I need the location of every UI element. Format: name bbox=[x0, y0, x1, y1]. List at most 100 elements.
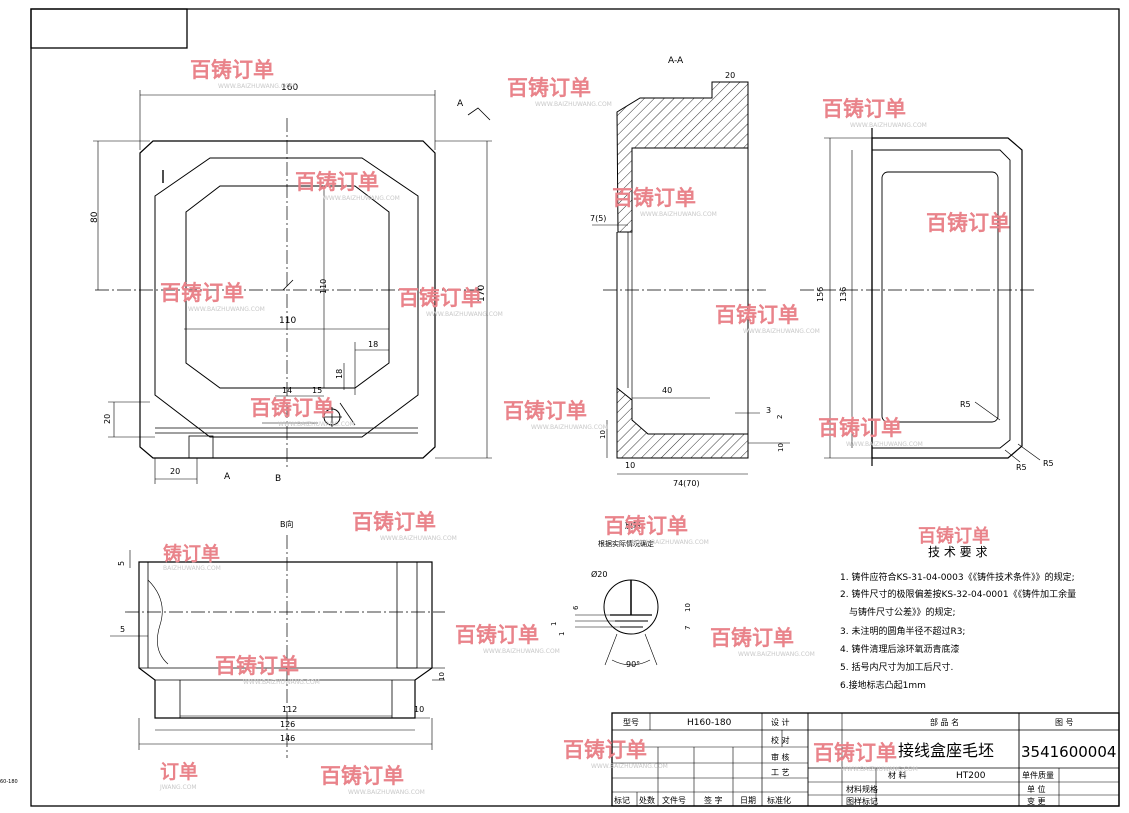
svg-text:WWW.BAIZHUWANG.COM: WWW.BAIZHUWANG.COM bbox=[188, 306, 265, 313]
dim-15: 15 bbox=[312, 386, 322, 395]
svg-text:百铸订单: 百铸订单 bbox=[813, 741, 897, 765]
svg-text:百铸订单: 百铸订单 bbox=[822, 97, 906, 121]
svg-text:WWW.BAIZHUWANG.COM: WWW.BAIZHUWANG.COM bbox=[850, 122, 927, 129]
dim-sec-40: 40 bbox=[662, 386, 672, 395]
tech-item: 2. 铸件尺寸的极限偏差按KS-32-04-0001《《铸件加工余量 bbox=[840, 588, 1076, 600]
svg-text:百铸订单: 百铸订单 bbox=[507, 76, 591, 100]
dim-sec-10c: 10 bbox=[777, 443, 785, 452]
corner-ref: 60-180 bbox=[0, 779, 18, 785]
dim-sec-3: 3 bbox=[766, 406, 771, 415]
svg-text:WWW.BAIZHUWANG.COM: WWW.BAIZHUWANG.COM bbox=[426, 311, 503, 318]
sheet-border bbox=[30, 8, 1120, 807]
svg-text:百铸订单: 百铸订单 bbox=[250, 396, 334, 420]
tb-role: 工 艺 bbox=[771, 768, 790, 777]
tech-item: 6.接地标志凸起1mm bbox=[840, 679, 926, 691]
tb-material: HT200 bbox=[956, 771, 986, 781]
tb-role: 校 对 bbox=[771, 735, 790, 745]
svg-text:BAIZHUWANG.COM: BAIZHUWANG.COM bbox=[163, 565, 221, 572]
tech-item: 3. 未注明的圆角半径不超过R3; bbox=[840, 625, 965, 637]
svg-text:百铸订单: 百铸订单 bbox=[918, 525, 990, 547]
dim-18-h: 18 bbox=[368, 340, 378, 349]
dim-14: 14 bbox=[282, 386, 292, 395]
svg-text:百铸订单: 百铸订单 bbox=[398, 286, 482, 310]
dim-170: 170 bbox=[477, 285, 487, 302]
tb-role: 设 计 bbox=[771, 717, 790, 727]
tb-part-name: 接线盒座毛坯 bbox=[898, 741, 994, 760]
tb-rev-col: 日期 bbox=[740, 796, 756, 805]
tb-model-label: 型号 bbox=[623, 718, 639, 727]
svg-text:WWW.BAIZHUWANG.COM: WWW.BAIZHUWANG.COM bbox=[243, 679, 320, 686]
svg-text:WWW.BAIZHUWANG.COM: WWW.BAIZHUWANG.COM bbox=[640, 211, 717, 218]
tb-drawing-mark-label: 图样标记 bbox=[846, 796, 878, 806]
dim-156: 156 bbox=[816, 287, 825, 302]
dim-d-90: 90° bbox=[626, 660, 640, 669]
svg-text:WWW.BAIZHUWANG.COM: WWW.BAIZHUWANG.COM bbox=[591, 763, 668, 770]
dim-dia-20: Ø20 bbox=[591, 569, 607, 579]
dim-18-v: 18 bbox=[335, 369, 344, 379]
tb-change-label: 变 更 bbox=[1027, 796, 1046, 806]
svg-text:JWANG.COM: JWANG.COM bbox=[159, 784, 197, 791]
svg-text:WWW.BAIZHUWANG.COM: WWW.BAIZHUWANG.COM bbox=[846, 441, 923, 448]
tb-rev-col: 标记 bbox=[614, 795, 630, 805]
dim-80: 80 bbox=[90, 211, 100, 223]
tb-part-name-label: 部 品 名 bbox=[930, 717, 959, 727]
dim-d-6: 6 bbox=[572, 605, 580, 610]
dim-sec-20: 20 bbox=[725, 71, 735, 80]
dim-sec-74: 74(70) bbox=[673, 479, 700, 488]
svg-text:WWW.BAIZHUWANG.COM: WWW.BAIZHUWANG.COM bbox=[278, 421, 355, 428]
dim-r5-b: R5 bbox=[1016, 463, 1027, 472]
svg-text:WWW.BAIZHUWANG.COM: WWW.BAIZHUWANG.COM bbox=[531, 424, 608, 431]
svg-text:WWW.BAIZHUWANG.COM: WWW.BAIZHUWANG.COM bbox=[535, 101, 612, 108]
svg-text:WWW.BAIZHUWANG.COM: WWW.BAIZHUWANG.COM bbox=[348, 789, 425, 796]
svg-text:订单: 订单 bbox=[160, 760, 198, 783]
svg-text:WWW.BAIZHUWANG.COM: WWW.BAIZHUWANG.COM bbox=[323, 195, 400, 202]
tb-drawing-no-label: 图 号 bbox=[1055, 718, 1074, 727]
dim-sec-2: 2 bbox=[776, 415, 784, 419]
dim-126: 126 bbox=[280, 720, 295, 729]
dim-20-h: 20 bbox=[170, 467, 180, 476]
dim-d-1a: 1 bbox=[550, 622, 558, 626]
dim-sec-7-5: 7(5) bbox=[590, 214, 606, 223]
dim-d-7: 7 bbox=[684, 626, 692, 630]
svg-text:WWW.BAIZHUWANG.COM: WWW.BAIZHUWANG.COM bbox=[218, 83, 295, 90]
dim-r5-c: R5 bbox=[1043, 459, 1054, 468]
side-view: 156 136 R5 R5 R5 bbox=[800, 128, 1054, 472]
svg-text:WWW.BAIZHUWANG.COM: WWW.BAIZHUWANG.COM bbox=[380, 535, 457, 542]
dim-sec-10b: 10 bbox=[625, 461, 635, 470]
sheet-corner-box bbox=[30, 8, 188, 49]
dim-sec-10a: 10 bbox=[599, 430, 607, 439]
svg-text:百铸订单: 百铸订单 bbox=[563, 738, 647, 762]
svg-text:百铸订单: 百铸订单 bbox=[352, 510, 436, 534]
tb-rev-col: 处数 bbox=[639, 795, 655, 805]
svg-text:百铸订单: 百铸订单 bbox=[160, 281, 244, 305]
svg-text:百铸订单: 百铸订单 bbox=[190, 58, 274, 82]
tb-unit-label: 单 位 bbox=[1027, 784, 1046, 794]
section-title: A-A bbox=[668, 56, 684, 66]
tb-role: 审 核 bbox=[771, 752, 790, 762]
svg-text:百铸订单: 百铸订单 bbox=[295, 170, 379, 194]
front-view: 160 80 170 110 110 18 18 14 15 20 20 A B… bbox=[90, 83, 492, 484]
svg-text:百铸订单: 百铸订单 bbox=[926, 211, 1010, 235]
svg-text:百铸订单: 百铸订单 bbox=[503, 399, 587, 423]
label-a-arrow: A bbox=[457, 99, 464, 109]
detail-i: I 放转 根据实际情况确定 Ø20 6 10 7 1 1 90° bbox=[550, 520, 692, 669]
svg-text:百铸订单: 百铸订单 bbox=[455, 623, 539, 647]
view-b-title: B向 bbox=[280, 519, 294, 529]
dim-b-10b: 10 bbox=[414, 705, 424, 714]
tb-material-label: 材 料 bbox=[888, 770, 907, 780]
svg-text:百铸订单: 百铸订单 bbox=[320, 764, 404, 788]
dim-112: 112 bbox=[282, 705, 297, 714]
